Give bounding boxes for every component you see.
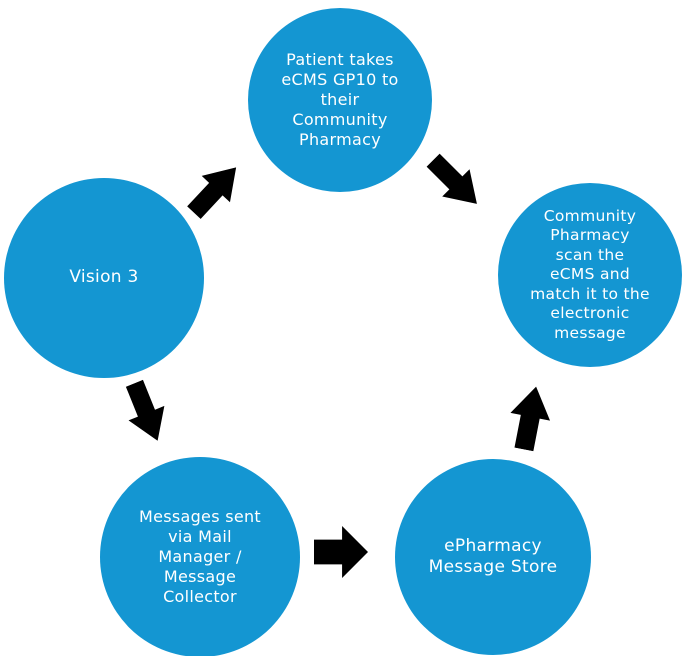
- cycle-node-label: ePharmacy Message Store: [428, 535, 558, 577]
- cycle-node-label: Community Pharmacy scan the eCMS and mat…: [530, 206, 650, 342]
- cycle-node-label: Vision 3: [69, 267, 139, 288]
- arrow-vision3-to-messages-sent-icon: [113, 375, 179, 450]
- cycle-node-community-pharmacy-scan: Community Pharmacy scan the eCMS and mat…: [498, 183, 682, 367]
- arrow-messages-to-epharmacy-store-icon: [314, 521, 368, 583]
- cycle-node-vision3: Vision 3: [4, 178, 204, 378]
- arrow-vision3-to-patient-icon: [177, 152, 253, 229]
- cycle-node-epharmacy-message-store: ePharmacy Message Store: [395, 459, 591, 655]
- cycle-node-label: Messages sent via Mail Manager / Message…: [138, 506, 262, 607]
- arrow-patient-to-community-pharmacy-icon: [417, 144, 493, 220]
- cycle-node-label: Patient takes eCMS GP10 to their Communi…: [281, 49, 399, 150]
- arrow-epharmacy-to-community-pharmacy-icon: [500, 382, 559, 454]
- cycle-node-messages-sent-mail-manager: Messages sent via Mail Manager / Message…: [100, 457, 300, 656]
- cycle-node-patient-takes-ecms: Patient takes eCMS GP10 to their Communi…: [248, 8, 432, 192]
